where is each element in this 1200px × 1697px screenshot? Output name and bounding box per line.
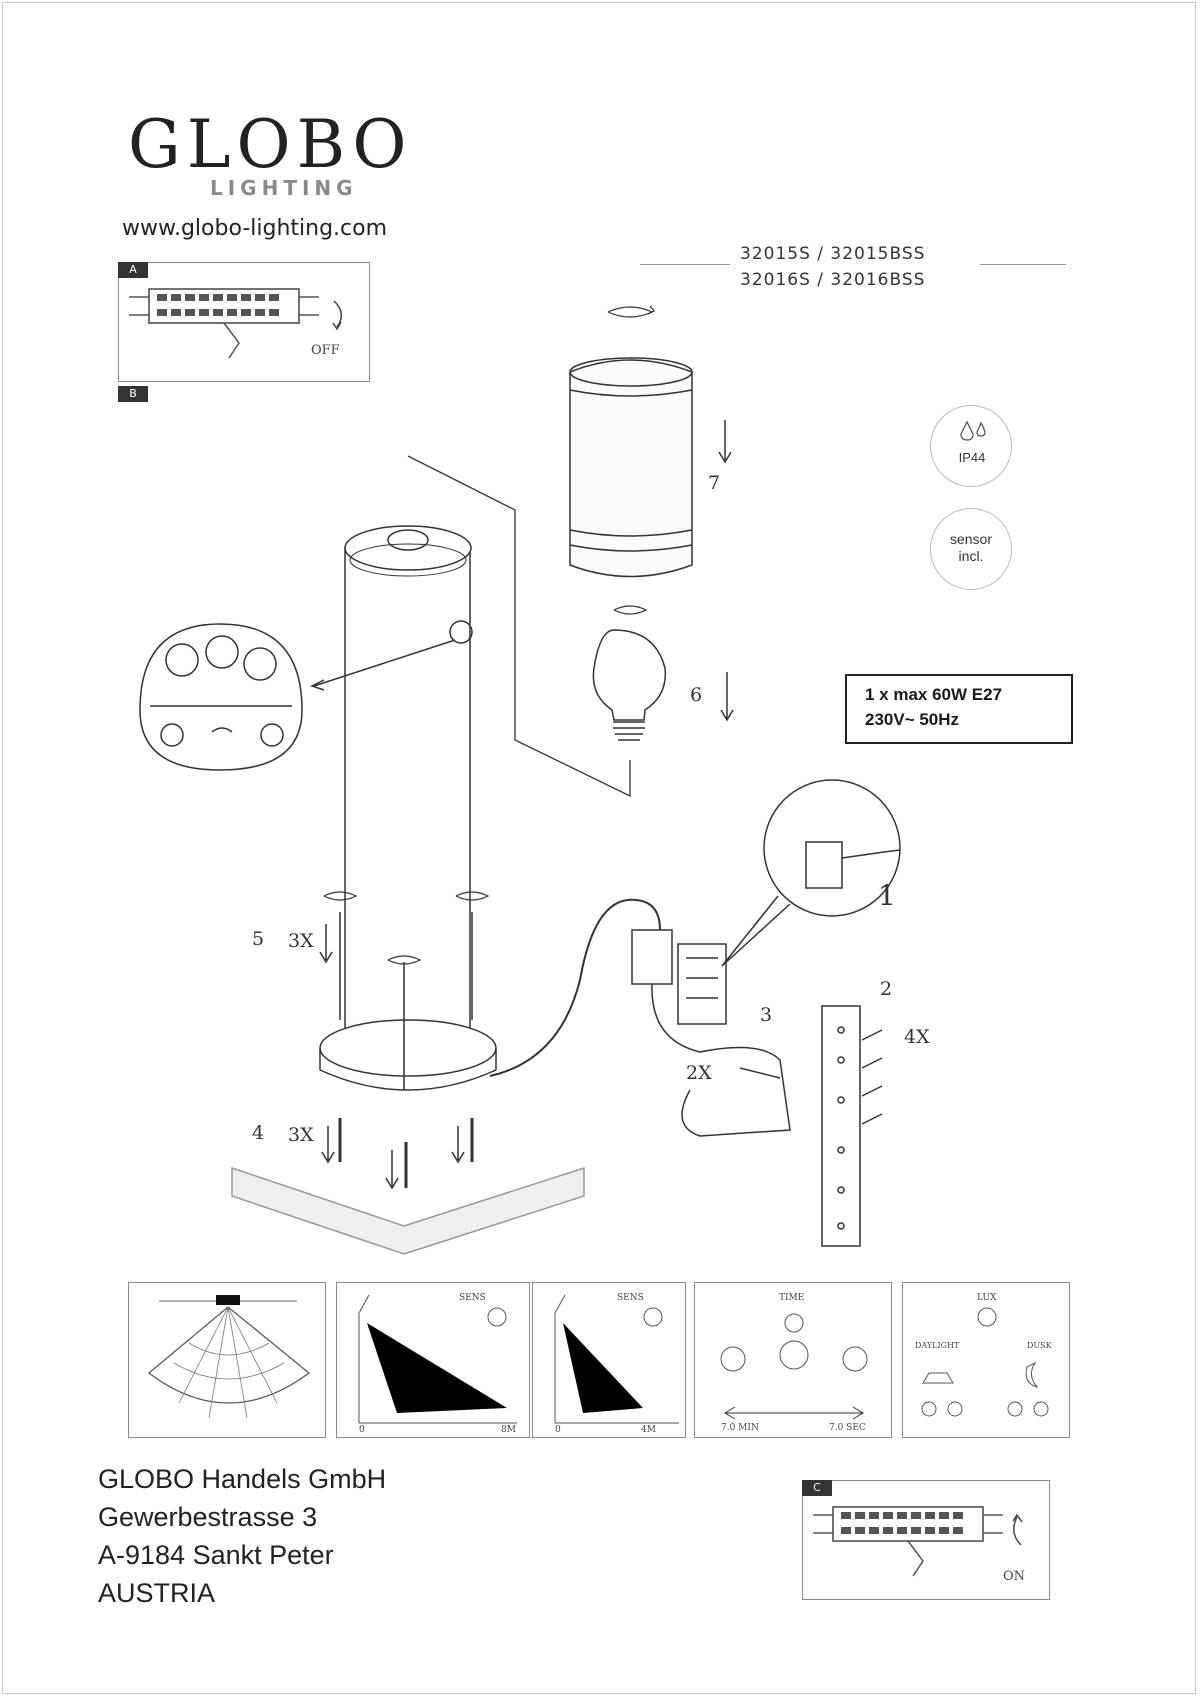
- brand-logo: GLOBO: [128, 106, 413, 183]
- step-2: 2: [880, 978, 893, 1000]
- sens-label-a: SENS: [459, 1293, 486, 1303]
- model-number-line-1: 32015S / 32015BSS: [740, 244, 926, 264]
- model-number-line-2: 32016S / 32016BSS: [740, 270, 926, 290]
- base-plate: [319, 1019, 497, 1091]
- inset-tag-a: A: [118, 262, 148, 278]
- inset-off-panel: OFF: [118, 262, 370, 382]
- inset-on-label: ON: [1003, 1569, 1026, 1584]
- spec-power: 1 x max 60W E27: [865, 685, 1003, 704]
- sensor-badge-line-1: sensor: [949, 531, 993, 547]
- company-country: AUSTRIA: [98, 1578, 216, 1608]
- time-min-label: 7.0 MIN: [721, 1423, 759, 1433]
- step-3: 3: [760, 1004, 773, 1026]
- lux-setting-drawing: [921, 1307, 1049, 1417]
- daylight-label: DAYLIGHT: [915, 1341, 960, 1350]
- spec-voltage: 230V~ 50Hz: [865, 710, 960, 729]
- inset-off-label: OFF: [311, 343, 340, 358]
- company-city: A-9184 Sankt Peter: [98, 1540, 334, 1570]
- post-body: [344, 525, 473, 1040]
- sensor-badge-line-2: incl.: [958, 548, 984, 564]
- step-7: 7: [708, 472, 721, 494]
- sens-range-8m-panel: SENS 0 8M: [336, 1282, 530, 1438]
- ip44-badge: IP44: [930, 405, 1012, 487]
- time-max-label: 7.0 SEC: [829, 1423, 866, 1433]
- inset-tag-c: C: [802, 1480, 832, 1496]
- company-address: GLOBO Handels GmbH Gewerbestrasse 3 A-91…: [98, 1460, 386, 1612]
- terminal-block-off-drawing: [129, 288, 343, 359]
- model-divider-left: [640, 264, 730, 265]
- ip44-label: IP44: [958, 450, 986, 465]
- water-drops-icon: [960, 420, 986, 441]
- dusk-label: DUSK: [1027, 1341, 1052, 1350]
- time-setting-drawing: [720, 1313, 868, 1420]
- zero-label-a: 0: [359, 1425, 365, 1435]
- inset-on-panel: ON: [802, 1480, 1050, 1600]
- terminal-block-on-drawing: [813, 1506, 1023, 1577]
- lux-setting-panel: LUX DAYLIGHT DUSK: [902, 1282, 1070, 1438]
- mounting-bracket: [821, 1005, 861, 1247]
- website-url: www.globo-lighting.com: [122, 216, 388, 241]
- assembly-drawing: [139, 305, 901, 1255]
- time-setting-panel: TIME 7.0 MIN 7.0 SEC: [694, 1282, 892, 1438]
- company-street: Gewerbestrasse 3: [98, 1502, 318, 1532]
- spec-box: 1 x max 60W E27 230V~ 50Hz: [845, 674, 1073, 744]
- sensor-coverage-panel: [128, 1282, 326, 1438]
- qty-4x: 4X: [904, 1026, 930, 1048]
- step-6: 6: [690, 684, 703, 706]
- company-name: GLOBO Handels GmbH: [98, 1464, 387, 1494]
- detection-fan-drawing: [148, 1295, 310, 1419]
- light-bulb: [592, 629, 667, 741]
- range-4m-drawing: [554, 1294, 679, 1424]
- inset-tag-b: B: [118, 386, 148, 402]
- sens-label-b: SENS: [617, 1293, 644, 1303]
- sensor-dial-callout: [139, 623, 303, 771]
- qty-2x: 2X: [686, 1062, 712, 1084]
- sens-range-4m-panel: SENS 0 4M: [532, 1282, 686, 1438]
- step-4: 4: [252, 1122, 265, 1144]
- brand-logo-subtitle: LIGHTING: [210, 176, 358, 200]
- sensor-included-badge: sensor incl.: [930, 508, 1012, 590]
- qty-3x-screws: 3X: [288, 930, 314, 952]
- range-8m-drawing: [358, 1294, 517, 1424]
- step-1: 1: [878, 879, 896, 912]
- model-divider-right: [980, 264, 1066, 265]
- time-label: TIME: [779, 1293, 805, 1303]
- range-4m-label: 4M: [641, 1425, 656, 1435]
- zero-label-b: 0: [555, 1425, 561, 1435]
- qty-3x-anchors: 3X: [288, 1124, 314, 1146]
- glass-cover: [569, 357, 693, 578]
- lux-label: LUX: [977, 1293, 997, 1303]
- range-8m-label: 8M: [501, 1425, 516, 1435]
- step-5: 5: [252, 928, 265, 950]
